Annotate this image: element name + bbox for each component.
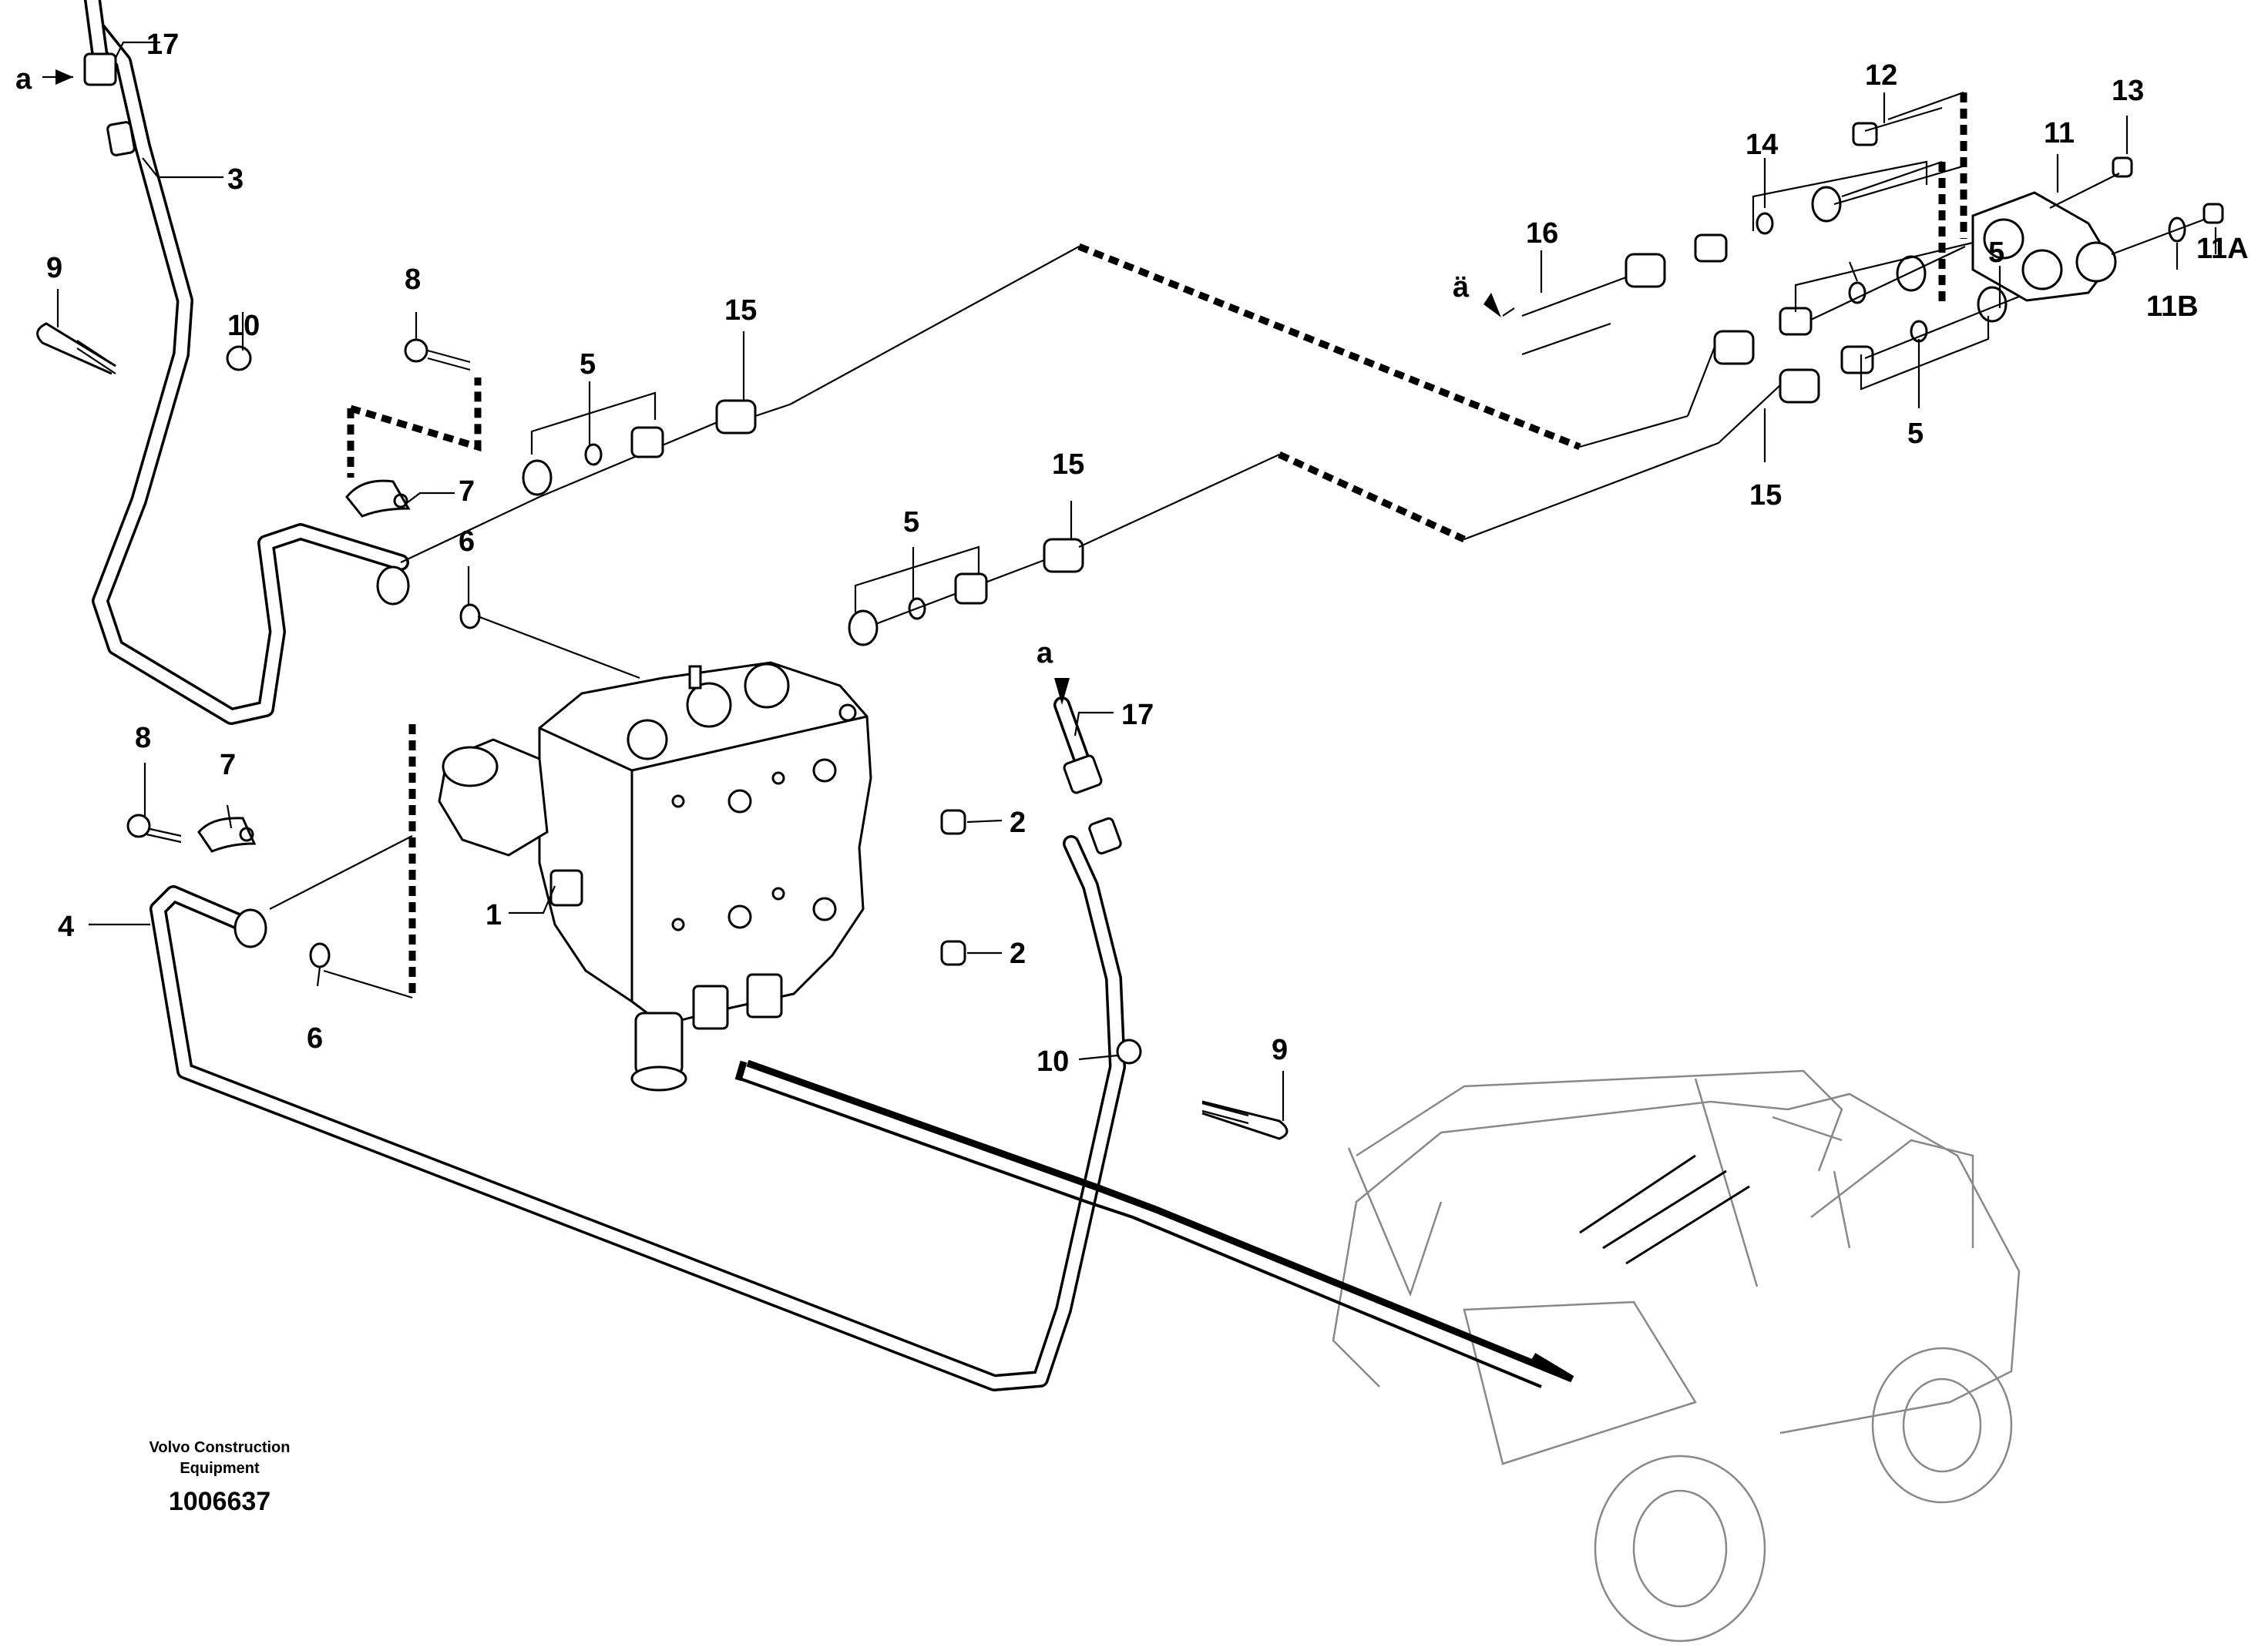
callout-6: 6 (459, 525, 475, 558)
flange-7-upper (345, 479, 411, 518)
plug-2-upper (940, 809, 966, 835)
u-bolt-9-right (1201, 1100, 1289, 1140)
callout-1: 1 (486, 899, 502, 931)
o-ring-6-upper (459, 603, 481, 629)
callout-11: 11 (2044, 117, 2075, 149)
callout-13: 13 (2112, 75, 2144, 107)
dashed-route-upper (1077, 243, 1581, 451)
callout-5: 5 (580, 348, 596, 381)
callout-2: 2 (1010, 807, 1026, 839)
dashed-route-lower (1278, 451, 1466, 543)
fittings-middle-line (477, 538, 1084, 680)
callout-2: 2 (1010, 938, 1026, 970)
o-ring-6-lower (309, 942, 331, 968)
callout-16: 16 (1526, 217, 1558, 250)
company-name-line2: Equipment (180, 1460, 260, 1477)
callout-5: 5 (1988, 237, 2004, 269)
callout-5: 5 (903, 506, 919, 539)
callout-5: 5 (1907, 418, 1924, 450)
reference-ae: ä (1453, 271, 1515, 317)
callout-17: 17 (1121, 699, 1154, 731)
callout-leaders (56, 41, 2217, 1121)
right-fitting-assembly (1521, 91, 2224, 444)
callout-14: 14 (1746, 129, 1778, 161)
flange-7-lower (197, 817, 257, 853)
callout-9: 9 (46, 252, 62, 284)
plug-2-lower (940, 940, 966, 966)
hose-17-top (83, 0, 136, 156)
control-valve-1 (438, 661, 872, 1092)
callout-4: 4 (58, 911, 74, 943)
callout-12: 12 (1865, 59, 1897, 92)
hose-17-mid (1053, 696, 1122, 855)
callout-15: 15 (1052, 448, 1084, 481)
bracket-upper-left (347, 378, 482, 478)
callout-7: 7 (220, 749, 236, 781)
callout-10: 10 (227, 310, 260, 342)
reference-a-mid: a (1037, 637, 1070, 705)
callout-8: 8 (405, 263, 421, 296)
tube-3 (90, 22, 409, 725)
callout-11a: 11A (2196, 233, 2249, 265)
drawing-number: 1006637 (169, 1487, 270, 1516)
company-name-line1: Volvo Construction (150, 1439, 291, 1456)
callout-11b: 11B (2146, 290, 2199, 323)
callout-9: 9 (1272, 1034, 1288, 1066)
tube-4 (150, 835, 1126, 1391)
screw-8-upper (404, 338, 471, 371)
callout-15: 15 (1749, 479, 1782, 512)
loader-machine-illustration (1332, 1069, 2021, 1643)
fittings-upper-line (400, 391, 791, 563)
u-bolt-9-left (36, 322, 116, 375)
callout-7: 7 (459, 475, 475, 508)
callout-10: 10 (1037, 1045, 1069, 1078)
nut-10-right (1116, 1039, 1142, 1065)
callout-6: 6 (307, 1022, 323, 1055)
ref-a-label: a (15, 63, 32, 96)
ref-ae-label: ä (1453, 271, 1470, 304)
ref-a-mid-label: a (1037, 637, 1053, 669)
callout-8: 8 (135, 722, 151, 754)
callout-17: 17 (146, 29, 179, 61)
screw-8-lower (126, 814, 182, 844)
callout-3: 3 (227, 163, 244, 196)
reference-a-top: a (15, 63, 73, 96)
nut-10-left (226, 345, 252, 371)
callout-15: 15 (724, 294, 757, 327)
